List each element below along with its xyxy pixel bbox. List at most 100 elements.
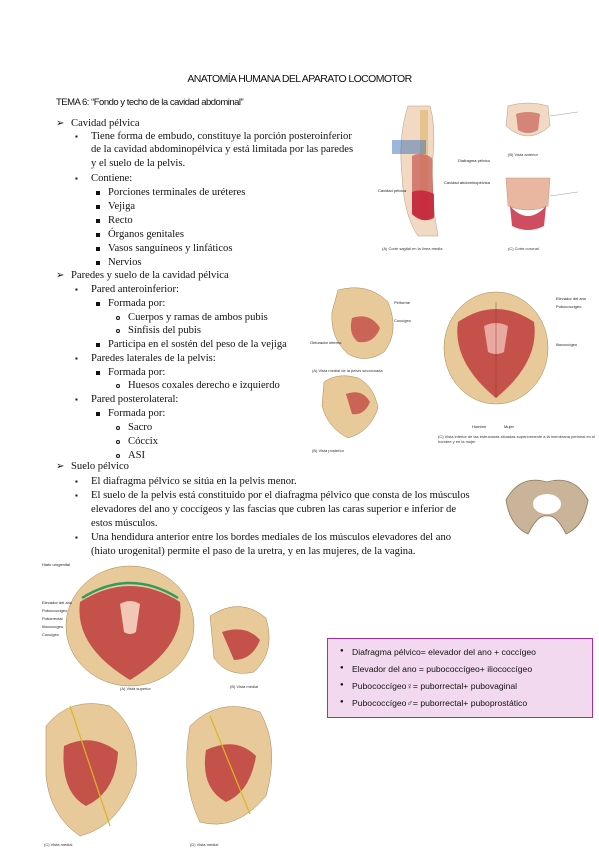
figure-label: Pubococcígeo [42,608,68,613]
square-bullet-icon [96,371,100,375]
square-bullet-icon [96,233,100,237]
section-heading: Suelo pélvico [71,461,129,472]
list-item: Porciones terminales de uréteres [108,187,246,198]
text-line: Contiene: [91,173,133,184]
section-heading: Cavidad pélvica [71,118,140,129]
figure-label: Cavidad abdominopélvica [444,180,490,185]
circle-bullet-icon [116,440,120,444]
list-item: Huesos coxales derecho e izquierdo [128,380,280,391]
pelvis-bone-image [500,470,594,546]
square-bullet-icon [96,343,100,347]
figure-caption: (C) Vista medial [44,842,73,847]
figure-label: Puborrectal [42,616,63,621]
arrow-bullet-icon: ➢ [56,461,65,472]
bullet-icon: ▪ [75,533,78,542]
figure-label: Elevador del ano [556,296,587,301]
square-bullet-icon [96,302,100,306]
figure-label: Piriforme [394,300,411,305]
circle-bullet-icon [116,316,120,320]
document-title: ANATOMÍA HUMANA DEL APARATO LOCOMOTOR [187,73,412,85]
figure-label: Coccígeo [42,632,59,637]
figure-caption: (B) Vista anterior [508,152,538,157]
figure-label: Obturador interno [310,340,342,345]
summary-item: Pubococcígeo♂= puborrectal+ puboprostáti… [340,698,527,708]
list-item: Formada por: [108,367,166,378]
bullet-icon: ▪ [75,477,78,486]
figure-caption: (D) Vista medial [190,842,219,847]
figure-label: Hombre [472,424,487,429]
pelvic-walls-illustration [308,282,596,458]
figure-label: Hiato urogenital [42,562,71,567]
summary-item: Pubococcígeo♀= puborrectal+ pubovaginal [340,681,517,691]
figure-caption: (B) Vista medial [230,684,259,689]
document-subtitle: TEMA 6: “Fondo y techo de la cavidad abd… [56,97,244,108]
text-line: El diafragma pélvico se sitúa en la pelv… [91,476,297,487]
square-bullet-icon [96,205,100,209]
circle-bullet-icon [116,426,120,430]
figure-label: Mujer [504,424,515,429]
figure-label: Iliococcígeo [42,624,64,629]
bullet-icon: ▪ [75,174,78,183]
list-item: Vasos sanguíneos y linfáticos [108,243,233,254]
text-line: (hiato urogenital) permite el paso de la… [91,546,416,557]
list-item: Nervios [108,257,142,268]
summary-item: Elevador del ano = pubococcígeo+ iliococ… [340,664,532,674]
bullet-icon: ▪ [75,491,78,500]
text-line: Una hendidura anterior entre los bordes … [91,532,452,543]
list-item: Formada por: [108,408,166,419]
circle-bullet-icon [116,454,120,458]
list-item: ASI [128,450,146,461]
list-item: Vejiga [108,201,136,212]
pelvic-floor-illustration [40,556,322,848]
square-bullet-icon [96,261,100,265]
square-bullet-icon [96,412,100,416]
anatomy-figure-pelvic-walls: Piriforme Coccígeo Obturador interno (A)… [308,282,596,458]
circle-bullet-icon [116,384,120,388]
square-bullet-icon [96,219,100,223]
text-line: de la cavidad abdominopélvica y está lim… [91,144,354,155]
anatomy-figure-pelvic-floor: Hiato urogenital Elevador del ano Puboco… [40,556,322,848]
anatomy-figure-pelvic-cavity: Diafragma pélvico Cavidad abdominopélvic… [378,96,594,256]
figure-caption: (A) Vista medial de la pelvis seccionada [312,368,383,373]
text-line: estos músculos. [91,518,158,529]
figure-caption: (B) Vista posterior [312,448,344,453]
list-item: Participa en el sostén del peso de la ve… [108,339,287,350]
text-line: El suelo de la pelvis está constituido p… [91,490,470,501]
text-line: y el suelo de la pelvis. [91,158,186,169]
figure-label: Iliococcígeo [556,342,578,347]
summary-item: Diafragma pélvico= elevador del ano + co… [340,647,536,657]
text-line: Pared anteroinferior: [91,284,179,295]
figure-label: Elevador del ano [42,600,73,605]
list-item: Sínfisis del pubis [128,325,201,336]
list-item: Órganos genitales [108,229,185,240]
list-item: Sacro [128,422,153,433]
text-line: elevadores del ano y coccígeos y las fas… [91,504,457,515]
section-heading: Paredes y suelo de la cavidad pélvica [71,270,229,281]
bullet-icon: ▪ [75,285,78,294]
bullet-icon: ▪ [75,132,78,141]
text-line: Pared posterolateral: [91,394,179,405]
list-item: Formada por: [108,298,166,309]
arrow-bullet-icon: ➢ [56,270,65,281]
square-bullet-icon [96,191,100,195]
figure-label: Pubococcígeo [556,304,582,309]
bullet-icon: ▪ [75,354,78,363]
pelvic-cavity-illustration [378,96,594,256]
circle-bullet-icon [116,329,120,333]
figure-caption: (C) Corte coronal [508,246,539,251]
pelvis-bone-illustration [500,470,594,546]
figure-label: Diafragma pélvico [458,158,491,163]
figure-label: Cavidad pélvica [378,188,407,193]
figure-label: Coccígeo [394,318,411,323]
text-line: Paredes laterales de la pelvis: [91,353,216,364]
bullet-icon: ▪ [75,395,78,404]
figure-caption: (A) Corte sagital en la línea media [382,246,443,251]
list-item: Cóccix [128,436,159,447]
arrow-bullet-icon: ➢ [56,118,65,129]
list-item: Recto [108,215,133,226]
summary-box: Diafragma pélvico= elevador del ano + co… [327,638,593,718]
figure-caption: (C) Vista inferior de las estructuras si… [438,434,596,444]
list-item: Cuerpos y ramas de ambos pubis [128,312,268,323]
square-bullet-icon [96,247,100,251]
figure-caption: (A) Vista superior [120,686,151,691]
